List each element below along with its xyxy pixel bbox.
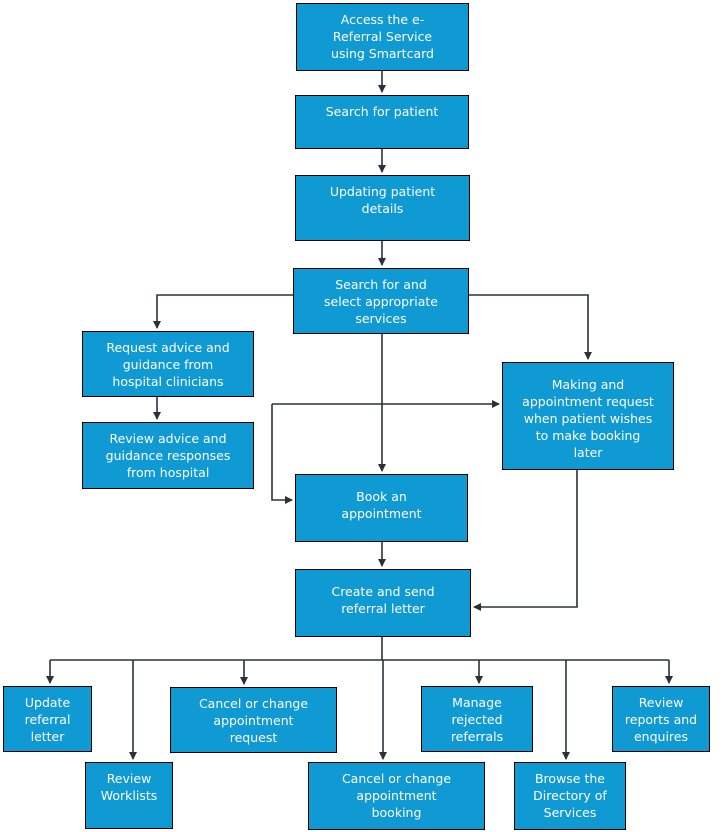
flow-node-access-service: Access the e- Referral Service using Sma… bbox=[296, 3, 469, 71]
flow-node-review-reports: Review reports and enquires bbox=[612, 686, 710, 752]
flow-node-cancel-request: Cancel or change appointment request bbox=[170, 687, 337, 753]
connector-select-services-to-making-request bbox=[469, 294, 592, 360]
flow-node-cancel-booking: Cancel or change appointment booking bbox=[308, 762, 485, 830]
flow-node-search-patient: Search for patient bbox=[295, 95, 469, 149]
flow-node-updating-details: Updating patient details bbox=[295, 175, 470, 241]
flow-node-request-advice: Request advice and guidance from hospita… bbox=[82, 331, 254, 397]
flow-node-review-advice: Review advice and guidance responses fro… bbox=[82, 422, 254, 489]
flow-node-create-letter: Create and send referral letter bbox=[295, 569, 471, 637]
flow-node-update-letter: Update referral letter bbox=[3, 686, 92, 752]
connector-junction-to-book-appointment-left bbox=[271, 404, 293, 504]
flow-node-review-worklists: Review Worklists bbox=[85, 762, 173, 829]
flow-node-manage-rejected: Manage rejected referrals bbox=[421, 686, 533, 752]
flow-node-select-services: Search for and select appropriate servic… bbox=[293, 268, 469, 334]
flow-node-making-request: Making and appointment request when pati… bbox=[502, 362, 674, 470]
connector-select-services-to-request-advice bbox=[153, 294, 293, 329]
connector-making-request-to-create-letter bbox=[473, 470, 578, 611]
flow-node-book-appointment: Book an appointment bbox=[295, 474, 468, 542]
flow-node-browse-directory: Browse the Directory of Services bbox=[514, 762, 626, 830]
